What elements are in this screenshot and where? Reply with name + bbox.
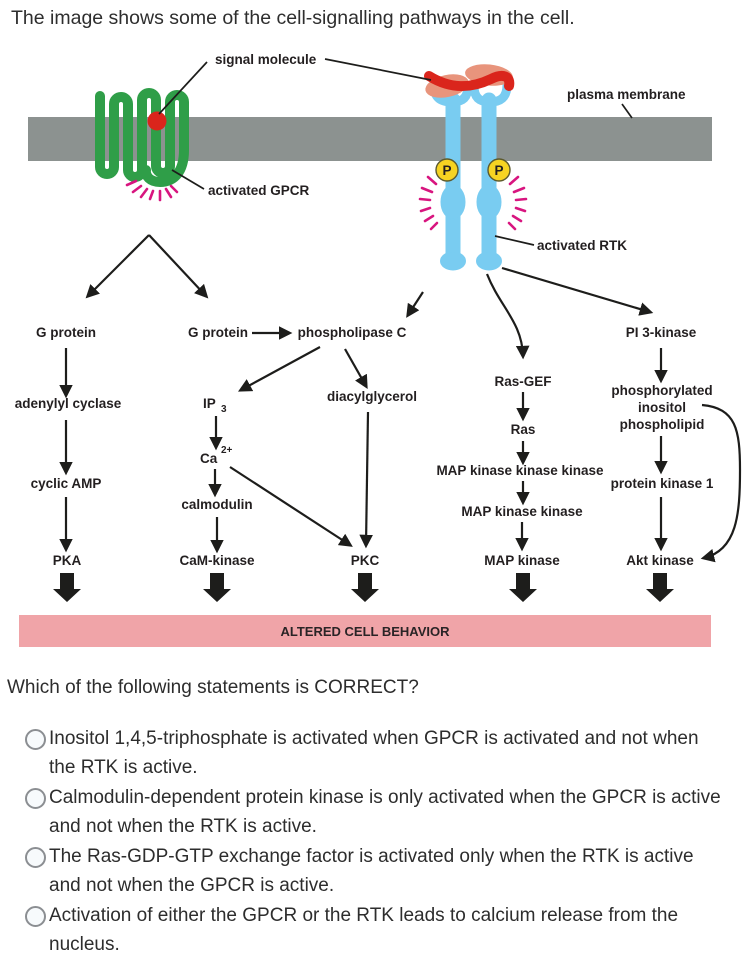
label-g-protein-2: G protein <box>188 325 248 340</box>
answer-option[interactable]: Calmodulin-dependent protein kinase is o… <box>25 783 730 841</box>
option-label: The Ras-GDP-GTP exchange factor is activ… <box>49 846 694 896</box>
radio-button[interactable] <box>25 729 46 750</box>
label-map-kinase-kinase: MAP kinase kinase <box>461 504 583 519</box>
label-calmodulin: calmodulin <box>181 497 252 512</box>
label-cam-kinase: CaM-kinase <box>179 553 255 568</box>
label-pka: PKA <box>53 553 82 568</box>
altered-cell-behavior-banner: ALTERED CELL BEHAVIOR <box>19 615 711 647</box>
phosphate-p-left: P <box>442 163 451 178</box>
rtk-activation-rays <box>418 175 528 231</box>
rtk-receptor <box>429 80 512 271</box>
label-ip3: IP <box>203 396 216 411</box>
gpcr-receptor <box>95 88 189 187</box>
label-plasma-membrane: plasma membrane <box>567 87 686 102</box>
radio-button[interactable] <box>25 906 46 927</box>
pathway-diagram: P P signal molecule plasma membrane acti… <box>15 52 742 602</box>
option-label: Activation of either the GPCR or the RTK… <box>49 905 679 955</box>
label-ras: Ras <box>511 422 536 437</box>
label-pi3-kinase: PI 3-kinase <box>626 325 697 340</box>
label-calcium-superscript: 2+ <box>221 445 233 456</box>
label-protein-kinase-1: protein kinase 1 <box>611 476 714 491</box>
label-g-protein-1: G protein <box>36 325 96 340</box>
phosphate-p-right: P <box>494 163 503 178</box>
answer-options: Inositol 1,4,5-triphosphate is activated… <box>25 724 730 960</box>
label-calcium: Ca <box>200 451 218 466</box>
banner-text: ALTERED CELL BEHAVIOR <box>280 623 450 639</box>
label-akt-kinase: Akt kinase <box>626 553 694 568</box>
label-activated-gpcr: activated GPCR <box>208 183 310 198</box>
radio-button[interactable] <box>25 847 46 868</box>
label-inositol: inositol <box>638 400 686 415</box>
callout-lines <box>158 58 633 246</box>
gpcr-activation-rays <box>125 179 179 202</box>
option-label: Calmodulin-dependent protein kinase is o… <box>49 787 721 837</box>
label-signal-molecule: signal molecule <box>215 52 317 67</box>
label-adenylyl-cyclase: adenylyl cyclase <box>15 396 122 411</box>
label-cyclic-amp: cyclic AMP <box>31 476 102 491</box>
rtk-signal-molecule <box>424 64 515 98</box>
label-pkc: PKC <box>351 553 380 568</box>
answer-option[interactable]: Inositol 1,4,5-triphosphate is activated… <box>25 724 730 782</box>
label-diacylglycerol: diacylglycerol <box>327 389 417 404</box>
answer-option[interactable]: Activation of either the GPCR or the RTK… <box>25 901 730 959</box>
label-phosphorylated: phosphorylated <box>611 383 712 398</box>
lead-text: The image shows some of the cell-signall… <box>11 7 575 29</box>
question-text: Which of the following statements is COR… <box>7 677 419 698</box>
label-map-kinase-kinase-kinase: MAP kinase kinase kinase <box>436 463 604 478</box>
pathway-arrows <box>59 234 742 563</box>
answer-option[interactable]: The Ras-GDP-GTP exchange factor is activ… <box>25 842 730 900</box>
label-ras-gef: Ras-GEF <box>494 374 551 389</box>
label-phospholipase-c: phospholipase C <box>298 325 407 340</box>
outcome-block-arrows <box>53 573 674 602</box>
signal-molecule-dot <box>147 111 167 131</box>
phosphate-badges: P P <box>435 158 511 182</box>
label-activated-rtk: activated RTK <box>537 238 627 253</box>
label-ip3-subscript: 3 <box>221 404 227 415</box>
radio-button[interactable] <box>25 788 46 809</box>
option-label: Inositol 1,4,5-triphosphate is activated… <box>49 728 699 778</box>
label-map-kinase: MAP kinase <box>484 553 560 568</box>
label-phospholipid: phospholipid <box>620 417 705 432</box>
